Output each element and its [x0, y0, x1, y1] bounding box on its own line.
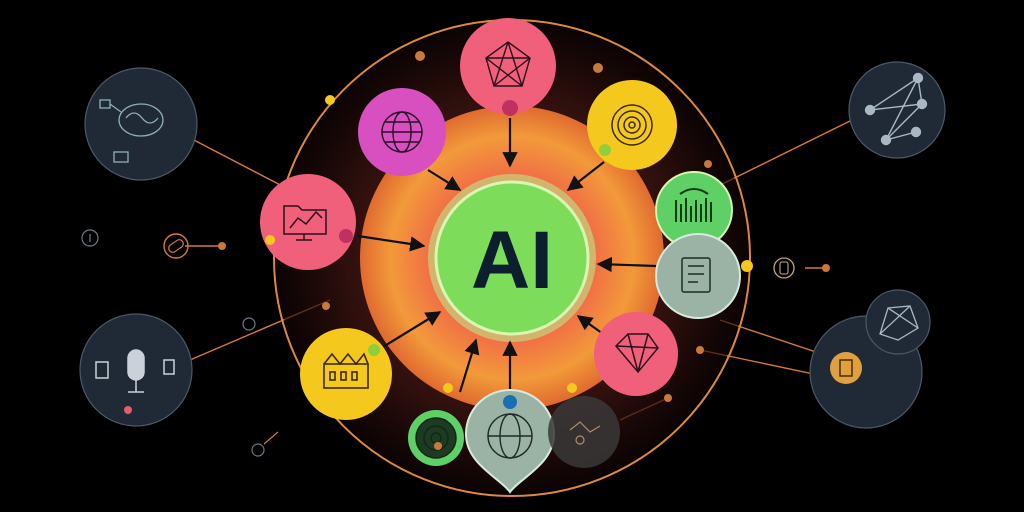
globe-node [358, 88, 446, 176]
globe-pin-icon [487, 413, 533, 459]
radar-icon [415, 417, 457, 459]
globe-pin-node [464, 389, 556, 494]
badge-icon [839, 359, 853, 377]
arrows [357, 118, 657, 394]
brain-satellite [84, 67, 198, 181]
spiral-node [587, 80, 677, 170]
polygon-icon [879, 305, 919, 341]
center-circle [434, 180, 590, 336]
accent-dots [218, 51, 830, 450]
circuit-icon [569, 421, 601, 445]
microphone-icon [95, 349, 175, 393]
gem-icon [614, 333, 659, 374]
factory-icon [323, 352, 369, 389]
network-icon [485, 41, 531, 87]
ring-icon [242, 317, 256, 331]
spiral-icon [611, 104, 653, 146]
brain-icon [99, 99, 164, 163]
factory-node [300, 328, 392, 420]
dot-icon [251, 431, 279, 457]
polygon-satellite [865, 289, 931, 355]
green-radar-node [408, 410, 464, 466]
gem-node [594, 312, 678, 396]
faded-node [548, 396, 620, 468]
bar-chart-icon [675, 188, 712, 222]
network-satellite [848, 61, 946, 159]
hand-icon [773, 257, 795, 279]
network-node-top [460, 18, 556, 116]
info-icon [81, 229, 99, 247]
globe-icon [381, 111, 423, 153]
pill-icon [163, 233, 189, 259]
microphone-satellite [79, 313, 193, 427]
folder-chart-icon [283, 205, 327, 241]
folder-chart-node [260, 174, 356, 270]
document-node [655, 233, 741, 319]
network-icon [864, 72, 928, 146]
center-label: AI [471, 215, 553, 306]
document-icon [681, 257, 711, 293]
